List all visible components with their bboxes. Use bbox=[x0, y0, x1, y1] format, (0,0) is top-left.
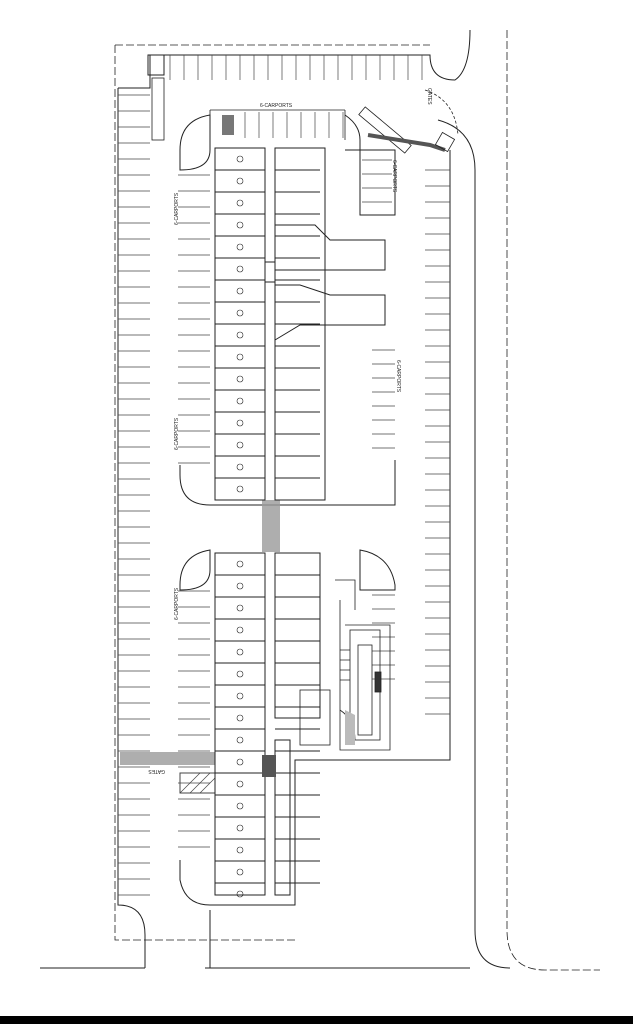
unit-fixture bbox=[236, 582, 244, 590]
unit-fixture bbox=[236, 692, 244, 700]
trash-enclosure bbox=[147, 54, 165, 76]
unit-fixture bbox=[236, 560, 244, 568]
unit-fixture bbox=[236, 714, 244, 722]
label-carports-right-middle: 6-CARPORTS bbox=[395, 360, 401, 393]
unit-fixture bbox=[236, 648, 244, 656]
unit-fixture bbox=[236, 177, 244, 185]
unit-fixture bbox=[236, 758, 244, 766]
walkway-west-gate bbox=[120, 752, 215, 765]
unit-fixture bbox=[236, 353, 244, 361]
unit-fixture bbox=[236, 221, 244, 229]
unit-fixture bbox=[236, 736, 244, 744]
bottom-bar bbox=[0, 1016, 633, 1024]
unit-fixture bbox=[236, 626, 244, 634]
unit-fixture bbox=[236, 199, 244, 207]
unit-fixture bbox=[236, 846, 244, 854]
label-carports-left-middle: 6-CARPORTS bbox=[174, 417, 180, 450]
building-south bbox=[214, 552, 321, 898]
label-gates-west: GATES bbox=[148, 768, 165, 774]
label-carports-left-upper: 6-CARPORTS bbox=[174, 192, 180, 225]
stair-hatch-north bbox=[222, 115, 234, 135]
gate-north bbox=[358, 89, 459, 154]
ramp bbox=[151, 77, 165, 141]
unit-fixture bbox=[236, 309, 244, 317]
unit-fixture bbox=[236, 441, 244, 449]
unit-fixture bbox=[236, 287, 244, 295]
label-carports-right-upper: 6-CARPORTS bbox=[391, 160, 397, 193]
unit-fixture bbox=[236, 890, 244, 898]
property-line bbox=[114, 30, 600, 971]
unit-fixture bbox=[236, 824, 244, 832]
walkway-connector bbox=[262, 500, 280, 552]
parking-lot-curb bbox=[40, 29, 511, 969]
stair-hatch bbox=[262, 755, 276, 777]
label-carports-top: 6-CARPORTS bbox=[260, 103, 293, 109]
unit-fixture bbox=[236, 375, 244, 383]
unit-fixture bbox=[236, 604, 244, 612]
unit-fixture bbox=[236, 802, 244, 810]
unit-fixture bbox=[236, 243, 244, 251]
unit-fixture bbox=[236, 265, 244, 273]
parking-stalls bbox=[118, 55, 450, 896]
unit-fixture bbox=[236, 780, 244, 788]
unit-fixture bbox=[236, 331, 244, 339]
unit-fixture bbox=[236, 485, 244, 493]
unit-fixture bbox=[236, 868, 244, 876]
unit-fixture bbox=[236, 155, 244, 163]
unit-fixture bbox=[236, 463, 244, 471]
inner-curb-south bbox=[179, 150, 451, 968]
label-gates-north: GATES bbox=[426, 88, 432, 105]
building-north bbox=[214, 147, 386, 501]
unit-fixture bbox=[236, 670, 244, 678]
label-carports-left-lower: 6-CARPORTS bbox=[174, 587, 180, 620]
unit-fixture bbox=[236, 419, 244, 427]
inner-curb-north bbox=[179, 114, 396, 506]
unit-fixture bbox=[236, 397, 244, 405]
